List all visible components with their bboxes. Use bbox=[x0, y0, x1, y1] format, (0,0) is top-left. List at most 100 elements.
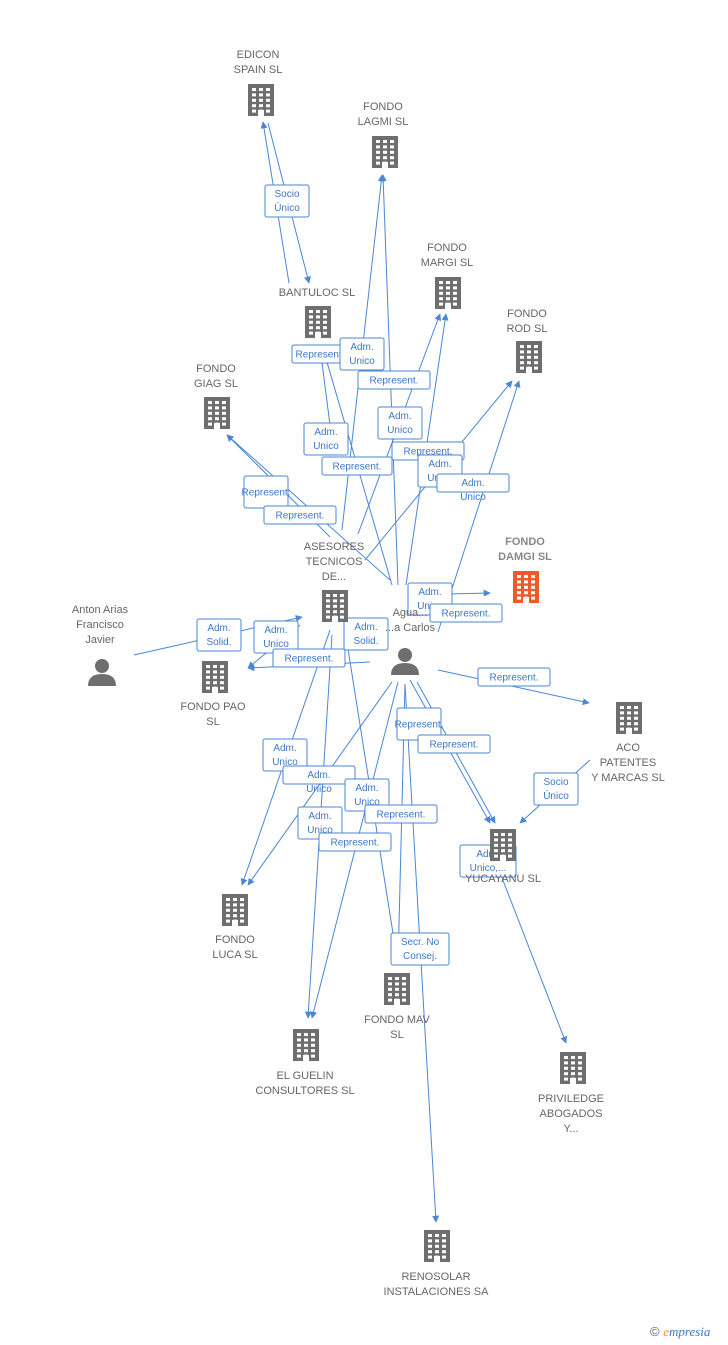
aco-building-icon[interactable] bbox=[616, 702, 642, 734]
edge-label-text: Represent. bbox=[490, 673, 539, 684]
lagmi-building-icon[interactable] bbox=[372, 136, 398, 168]
edge-label-box[interactable]: Adm.Unico bbox=[262, 738, 308, 772]
footer-brand: © empresia bbox=[650, 1324, 710, 1340]
node-label-line: ABOGADOS bbox=[540, 1108, 603, 1120]
aguado-person-icon[interactable] bbox=[391, 648, 419, 675]
edge-label-box[interactable]: Represent. bbox=[291, 344, 349, 364]
anton-person-icon[interactable] bbox=[88, 659, 116, 686]
edge-label-box[interactable]: Adm.Solid. bbox=[196, 618, 242, 652]
rod-building-icon[interactable] bbox=[516, 341, 542, 373]
asesores-building-icon[interactable] bbox=[322, 590, 348, 622]
edge-label-text: Adm.Unico bbox=[313, 427, 339, 452]
node-label-yucayanu: YUCAYANU SL bbox=[465, 873, 541, 885]
edge-label-box[interactable]: Represent. bbox=[417, 734, 491, 754]
empresia-logo: empresia bbox=[663, 1324, 710, 1339]
edge-label-box[interactable]: Adm.Unico bbox=[436, 473, 510, 503]
edge-label-box[interactable]: Represent. bbox=[364, 804, 438, 824]
node-label-line: RENOSOLAR bbox=[401, 1271, 470, 1283]
edge-label-box[interactable]: Adm.Solid. bbox=[343, 617, 389, 651]
edge-label-text: Adm.Unico bbox=[263, 625, 289, 650]
guelin-building-icon[interactable] bbox=[293, 1029, 319, 1061]
node-label-line: Agua... bbox=[393, 607, 428, 619]
node-label-line: DAMGI SL bbox=[498, 551, 552, 563]
node-label-line: Francisco bbox=[76, 619, 124, 631]
edge-label-box[interactable]: Adm.Unico bbox=[339, 337, 385, 371]
luca-building-icon[interactable] bbox=[222, 894, 248, 926]
node-label-line: INSTALACIONES SA bbox=[384, 1286, 490, 1298]
edicon-building-icon[interactable] bbox=[248, 84, 274, 116]
node-label-line: ROD SL bbox=[507, 323, 548, 335]
node-label-line: FONDO bbox=[427, 242, 467, 254]
edge-label-text: Adm.Solid. bbox=[353, 622, 378, 647]
renosolar-building-icon[interactable] bbox=[424, 1230, 450, 1262]
node-label-line: SL bbox=[390, 1029, 403, 1041]
edge-label-box[interactable]: Represent. bbox=[429, 603, 503, 623]
yucayanu-building-icon[interactable] bbox=[490, 829, 516, 861]
edge-label-box[interactable]: Adm.Unico bbox=[282, 765, 356, 795]
node-label-line: BANTULOC SL bbox=[279, 287, 355, 299]
margi-building-icon[interactable] bbox=[435, 277, 461, 309]
mav-building-icon[interactable] bbox=[384, 973, 410, 1005]
edge-label-box[interactable]: Adm.Unico bbox=[344, 778, 390, 812]
node-label-line: FONDO bbox=[196, 363, 236, 375]
edge-label-box[interactable]: Represent. bbox=[321, 456, 393, 476]
node-label-line: ASESORES bbox=[304, 541, 365, 553]
edge-label-text: Represent. bbox=[395, 720, 444, 731]
edge-label-box[interactable]: Represent. bbox=[357, 370, 431, 390]
node-label-priviledge: PRIVILEDGE ABOGADOS Y... bbox=[538, 1093, 604, 1135]
edge-label-box[interactable]: Adm.Unico bbox=[253, 620, 299, 654]
edge-label-text: Adm.Unico bbox=[460, 478, 486, 503]
node-label-line: YUCAYANU SL bbox=[465, 873, 541, 885]
edge-line bbox=[491, 851, 567, 1044]
copyright-symbol: © bbox=[650, 1324, 660, 1339]
node-label-line: CONSULTORES SL bbox=[255, 1085, 354, 1097]
node-label-line: ...a Carlos bbox=[385, 622, 436, 634]
edge-label-box[interactable]: Adm.Unico bbox=[377, 406, 423, 440]
edge-label-box[interactable]: Represent. bbox=[477, 667, 551, 687]
edge-label-text: Adm.Unico bbox=[349, 342, 375, 367]
edge-label-text: Adm.Solid. bbox=[206, 623, 231, 648]
node-label-line: FONDO bbox=[363, 101, 403, 113]
edge-label-text: Represent. bbox=[285, 654, 334, 665]
edge-label-text: Represent. bbox=[442, 609, 491, 620]
node-label-line: PRIVILEDGE bbox=[538, 1093, 604, 1105]
node-label-line: Javier bbox=[85, 634, 115, 646]
edge-label-box[interactable]: Adm.Unico bbox=[303, 422, 349, 456]
edge-label-text: Represent. bbox=[296, 350, 345, 361]
edge-label-text: Represent. bbox=[430, 740, 479, 751]
node-label-mav: FONDO MAV SL bbox=[364, 1014, 430, 1041]
node-label-line: Anton Arias bbox=[72, 604, 129, 616]
edge-label-text: Adm.Unico bbox=[307, 811, 333, 836]
node-label-line: FONDO bbox=[215, 934, 255, 946]
node-label-line: Y... bbox=[563, 1123, 578, 1135]
node-label-line: FONDO MAV bbox=[364, 1014, 430, 1026]
bantuloc-building-icon[interactable] bbox=[305, 306, 331, 338]
priviledge-building-icon[interactable] bbox=[560, 1052, 586, 1084]
node-label-line: Y MARCAS SL bbox=[591, 772, 665, 784]
damgi-building-icon[interactable] bbox=[513, 571, 539, 603]
node-label-line: PATENTES bbox=[600, 757, 656, 769]
edge-label-box[interactable]: Represent. bbox=[318, 832, 392, 852]
node-label-line: FONDO bbox=[505, 536, 545, 548]
edge-label-box[interactable]: Represent. bbox=[242, 475, 291, 509]
pao-building-icon[interactable] bbox=[202, 661, 228, 693]
edge-label-box[interactable]: Represent. bbox=[263, 505, 337, 525]
edge-label-text: Represent. bbox=[370, 376, 419, 387]
edge-label-text: Represent. bbox=[377, 810, 426, 821]
giag-building-icon[interactable] bbox=[204, 397, 230, 429]
node-label-line: DE... bbox=[322, 571, 346, 583]
edge-label-text: Adm.Unico bbox=[272, 743, 298, 768]
edge-label-box[interactable]: Represent. bbox=[272, 648, 346, 668]
